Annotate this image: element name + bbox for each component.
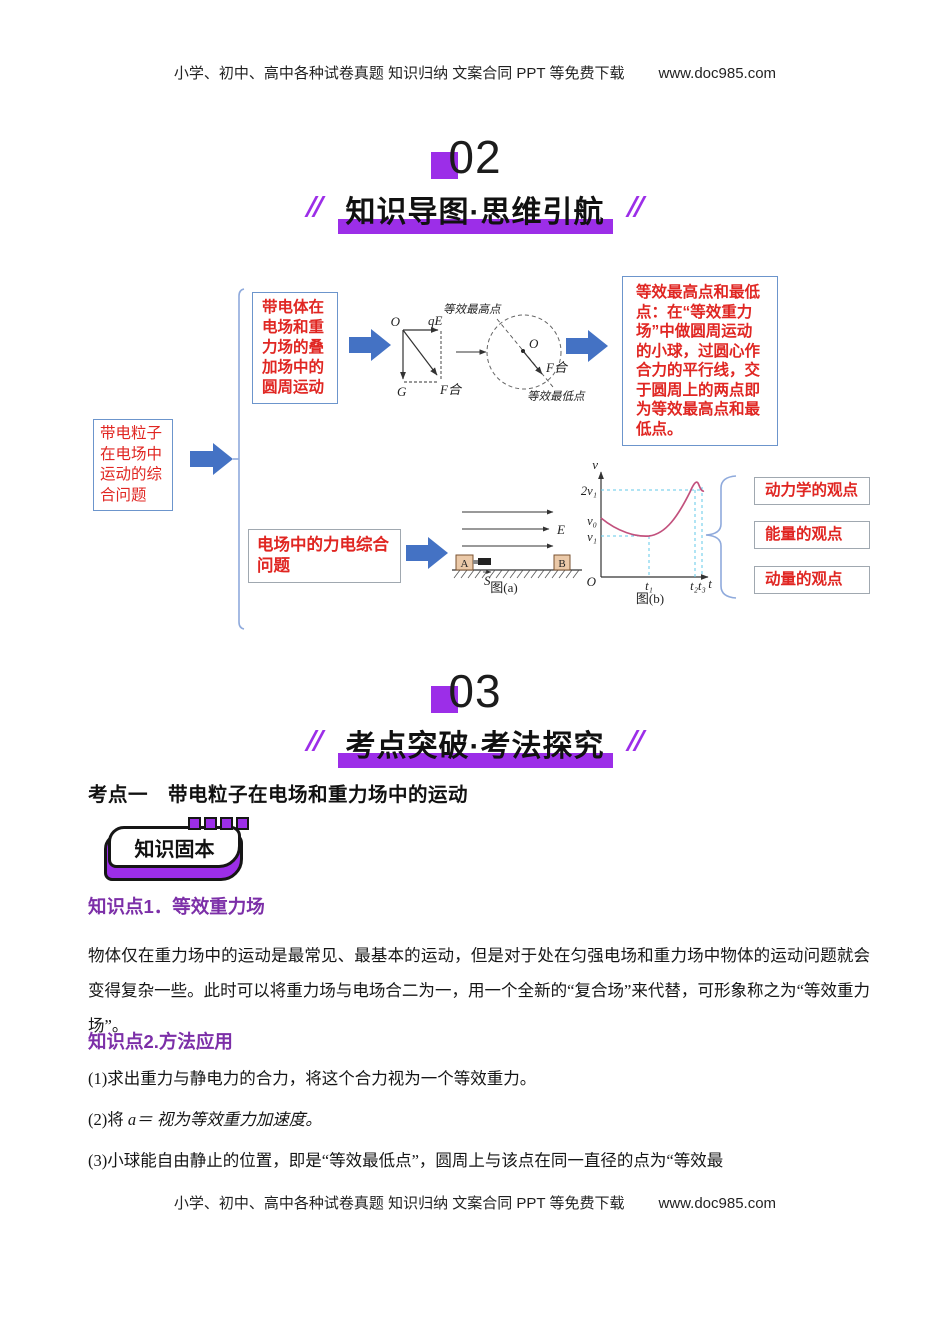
section-02-number-block: 02 [431, 131, 502, 183]
fig-b-v-axis-label: v [592, 457, 598, 472]
item2-prefix: (2)将 [88, 1110, 128, 1129]
fig-b-v1-tick: v₁ [587, 530, 597, 544]
mindmap-branch2-box: 电场中的力电综合问题 [248, 529, 401, 583]
fig-a-block-b-label: B [558, 558, 565, 570]
fig-b-t-axis-label: t [708, 576, 712, 591]
fig-b-origin-label: O [587, 574, 597, 589]
equiv-lowest-label: 等效最低点 [527, 390, 586, 403]
purple-square-decoration [431, 686, 459, 713]
section-03-number-block: 03 [431, 665, 502, 717]
header-text: 小学、初中、高中各种试卷真题 知识归纳 文案合同 PPT 等免费下载 [173, 65, 625, 82]
fig-a-caption: 图(a) [490, 580, 517, 595]
double-slash-icon [303, 730, 326, 751]
fig-a-block-a-label: A [461, 558, 469, 570]
fig-a-s-label: S [484, 573, 491, 588]
footer-text: 小学、初中、高中各种试卷真题 知识归纳 文案合同 PPT 等免费下载 [173, 1195, 625, 1212]
fig-b-2v1-tick: 2v₁ [581, 484, 597, 498]
section-number: 02 [448, 131, 502, 183]
arrow-branch1 [349, 329, 391, 361]
vector-g-label: G [397, 384, 407, 399]
section-title: 考点突破·考法探究 [345, 730, 605, 763]
section-number: 03 [448, 665, 502, 717]
views-brace [705, 475, 737, 599]
item2-suffix: 视为等效重力加速度。 [152, 1110, 322, 1129]
mindmap-note-box: 等效最高点和最低点：在“等效重力场”中做圆周运动的小球，过圆心作合力的平行线，交… [622, 276, 778, 446]
purple-underline-bar [337, 219, 613, 234]
kaodian-heading: 考点一 带电粒子在电场和重力场中的运动 [88, 784, 469, 806]
vector-o-label: O [391, 314, 401, 329]
badge-label: 知识固本 [108, 826, 241, 868]
badge-square-decoration [236, 817, 249, 830]
list-item-2: (2)将 a＝ 视为等效重力加速度。 [88, 1105, 878, 1134]
mindmap-root-box: 带电粒子在电场中运动的综合问题 [93, 419, 173, 511]
flow-arrows [190, 329, 608, 569]
kp1-paragraph: 物体仅在重力场中的运动是最常见、最基本的运动，但是对于处在匀强电场和重力场中物体… [88, 946, 870, 1035]
viewpoint-energy-box: 能量的观点 [754, 521, 870, 549]
knowledge-badge: 知识固本 [104, 817, 249, 881]
section-03-title-block: 考点突破·考法探究 [303, 721, 647, 768]
page-header: 小学、初中、高中各种试卷真题 知识归纳 文案合同 PPT 等免费下载 www.do… [0, 62, 950, 83]
purple-square-decoration [431, 152, 459, 179]
fig-a-e-label: E [556, 522, 565, 537]
fig-b-graph [598, 471, 709, 580]
header-url: www.doc985.com [658, 65, 777, 82]
item2-formula: a＝ [127, 1110, 153, 1129]
equivalent-circle-diagram [486, 314, 562, 390]
branch-bracket [233, 288, 245, 630]
section-02-title-block: 知识导图·思维引航 [303, 187, 647, 234]
circle-o-label: O [529, 336, 539, 351]
fig-b-v0-tick: v₀ [587, 514, 597, 528]
arrow-root-to-branches [190, 443, 233, 475]
viewpoint-dynamics-box: 动力学的观点 [754, 477, 870, 505]
section-02-header: 02 知识导图·思维引航 [0, 131, 950, 234]
badge-square-decoration [188, 817, 201, 830]
force-vector-diagram [400, 327, 442, 383]
fig-b-caption: 图(b) [636, 591, 664, 606]
arrow-circle-to-note [566, 330, 608, 362]
footer-url: www.doc985.com [658, 1195, 777, 1212]
fig-a-diagram [452, 509, 582, 579]
vector-qe-label: qE [428, 313, 443, 328]
section-03-header: 03 考点突破·考法探究 [0, 665, 950, 768]
kp2-heading: 知识点2.方法应用 [88, 1031, 233, 1052]
arrow-branch2 [406, 537, 448, 569]
section-title: 知识导图·思维引航 [345, 196, 605, 229]
double-slash-icon [624, 730, 647, 751]
viewpoint-momentum-box: 动量的观点 [754, 566, 870, 594]
kp1-heading: 知识点1．等效重力场 [88, 896, 265, 917]
list-item-1: (1)求出重力与静电力的合力，将这个合力视为一个等效重力。 [88, 1069, 537, 1088]
kp2-list: (1)求出重力与静电力的合力，将这个合力视为一个等效重力。 (2)将 a＝ 视为… [88, 1064, 878, 1187]
badge-square-decoration [220, 817, 233, 830]
list-item-3: (3)小球能自由静止的位置，即是“等效最低点”，圆周上与该点在同一直径的点为“等… [88, 1151, 724, 1170]
equiv-highest-label: 等效最高点 [443, 303, 502, 316]
page-footer: 小学、初中、高中各种试卷真题 知识归纳 文案合同 PPT 等免费下载 www.do… [0, 1192, 950, 1213]
fig-b-t2t3-tick: t₂t₃ [690, 579, 706, 593]
fig-b-t1-tick: t₁ [645, 579, 653, 593]
circle-fhe-label: F合 [545, 360, 569, 375]
mindmap-branch1-box: 带电体在电场和重力场的叠加场中的圆周运动 [252, 292, 338, 404]
badge-square-decoration [204, 817, 217, 830]
purple-underline-bar [337, 753, 613, 768]
vector-fhe-label: F合 [439, 382, 463, 397]
